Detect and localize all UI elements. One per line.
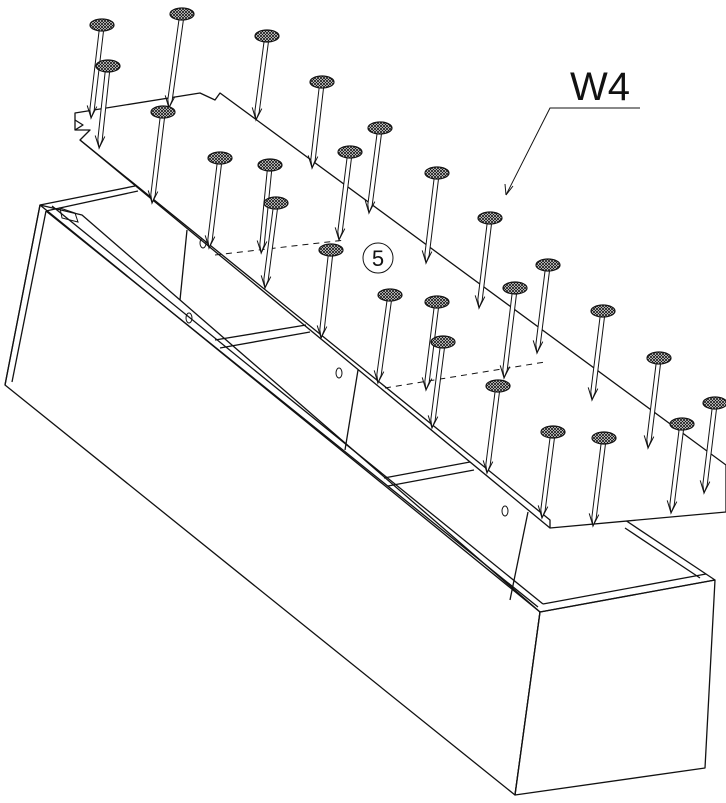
step-number: 5 [372, 246, 384, 271]
leader-line [505, 107, 640, 196]
nail [666, 417, 695, 515]
nail-group [86, 7, 726, 528]
step-callout: 5 [362, 242, 394, 274]
nail [373, 288, 403, 385]
nail [94, 59, 121, 150]
box-end-face [514, 579, 716, 796]
nail [334, 145, 363, 242]
nail [147, 105, 176, 205]
nail [256, 158, 283, 255]
fold-line-2 [384, 361, 546, 389]
nail [643, 351, 672, 450]
nail [499, 281, 528, 380]
nail [421, 166, 450, 265]
nail [364, 121, 393, 215]
nail [421, 295, 450, 392]
nail [482, 379, 511, 475]
nail [307, 75, 335, 170]
box-body [4, 185, 716, 796]
nail [260, 196, 289, 290]
nail [251, 29, 280, 122]
part-label: W4 [570, 65, 630, 109]
nail [316, 243, 344, 340]
nail [474, 211, 503, 310]
nail [587, 304, 616, 402]
nail [427, 335, 456, 430]
nail [532, 258, 561, 355]
part-label-callout: W4 [504, 65, 640, 196]
nail [86, 18, 115, 120]
nail [537, 425, 566, 520]
nail [699, 396, 726, 495]
lid-panel [74, 92, 726, 529]
nail [204, 151, 233, 250]
nail [164, 7, 195, 110]
lid-panel-shape [74, 92, 726, 529]
nail [588, 431, 617, 528]
